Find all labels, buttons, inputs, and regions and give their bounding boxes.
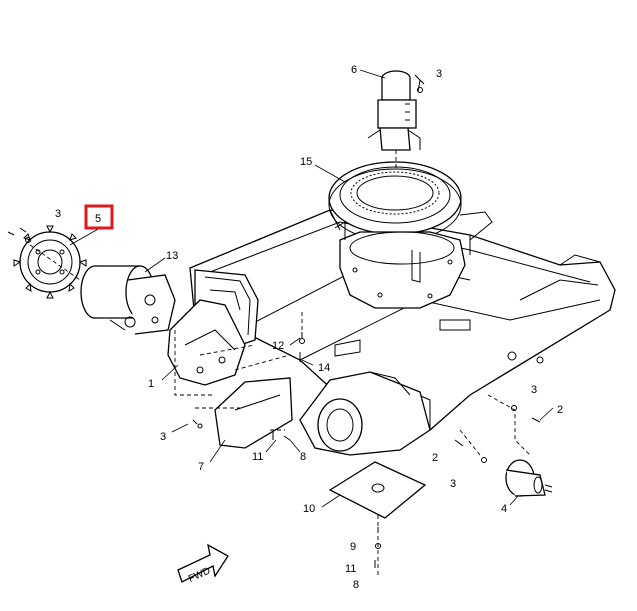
leader-lines [69, 69, 554, 508]
track-frame [189, 209, 616, 441]
callout-5: 5 [95, 213, 101, 225]
highlight-box [84, 204, 114, 230]
rear-tube-end [299, 371, 431, 456]
assembly-lines [29, 244, 531, 575]
callout-3-top: 3 [436, 68, 442, 80]
sprocket [13, 225, 87, 299]
callout-11-bottom: 11 [345, 563, 356, 575]
callout-2-mid: 2 [432, 452, 438, 464]
callout-14: 14 [318, 362, 330, 374]
callout-8-bottom: 8 [353, 579, 359, 591]
callout-2-right: 2 [557, 404, 563, 416]
callout-4: 4 [501, 503, 507, 515]
final-drive-motor [80, 265, 176, 335]
callout-9: 9 [350, 541, 356, 553]
callout-7: 7 [198, 461, 204, 473]
swivel-joint [367, 70, 421, 170]
callout-10: 10 [303, 503, 315, 515]
drive-housing-1 [167, 299, 246, 386]
callout-11-mid: 11 [252, 451, 263, 463]
callouts: 6 3 15 3 5 13 12 14 1 3 7 11 8 3 2 2 3 4… [55, 64, 563, 591]
callout-15: 15 [300, 156, 312, 168]
bottom-plate [328, 461, 427, 519]
track-roller [505, 459, 553, 497]
callout-12: 12 [272, 340, 284, 352]
callout-3-right: 3 [531, 384, 537, 396]
fwd-arrow: FWD [177, 543, 229, 585]
callout-3-mid: 3 [450, 478, 456, 490]
bolts [7, 74, 541, 568]
turntable-housing [334, 211, 493, 309]
callout-13: 13 [166, 250, 178, 262]
callout-1: 1 [148, 378, 154, 390]
callout-6: 6 [351, 64, 357, 76]
callout-8-mid: 8 [300, 451, 306, 463]
callout-3-bottom: 3 [160, 431, 166, 443]
callout-3-left: 3 [55, 208, 61, 220]
cover-plate [214, 377, 293, 449]
